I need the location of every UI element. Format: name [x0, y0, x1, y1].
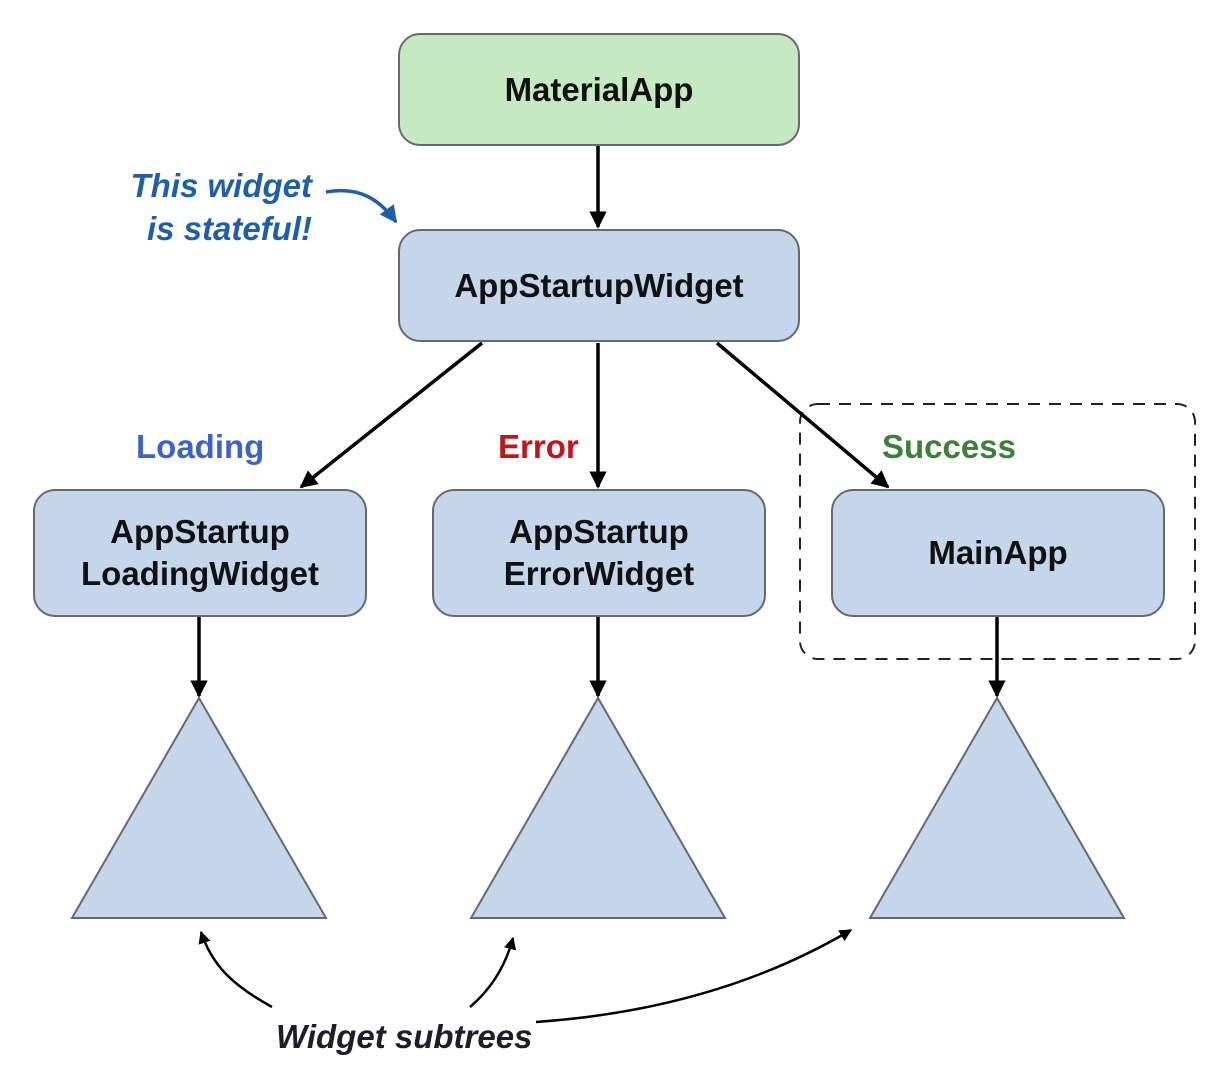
mainapp-subtree-triangle-icon — [868, 695, 1126, 919]
stateful-annotation-line2: is stateful! — [146, 210, 312, 247]
success-state-label: Success — [882, 428, 1016, 465]
stateful-annotation-line1: This widget — [130, 167, 313, 204]
loadingwidget-node: AppStartup LoadingWidget — [33, 489, 367, 617]
subtrees-curve-to-error-arrow-icon — [469, 936, 517, 1008]
widget-subtrees-annotation: Widget subtrees — [276, 1018, 533, 1055]
loading-state-label: Loading — [136, 428, 265, 465]
appstartupwidget-node-label: AppStartupWidget — [454, 266, 744, 304]
errorwidget-node: AppStartup ErrorWidget — [432, 489, 766, 617]
edge-appstartup-loading-arrow-icon — [299, 341, 484, 489]
mainapp-node-label: MainApp — [928, 534, 1068, 571]
subtrees-curve-to-loading-arrow-icon — [198, 930, 273, 1009]
errorwidget-node-label-line1: AppStartup — [509, 513, 689, 550]
edge-appstartup-mainapp-arrow-icon — [715, 341, 890, 489]
error-state-label: Error — [498, 428, 579, 465]
success-group-box — [799, 403, 1196, 660]
errorwidget-node-label-line2: ErrorWidget — [503, 555, 695, 592]
stateful-annotation: This widget is stateful! — [112, 164, 313, 250]
materialapp-node: MaterialApp — [398, 33, 800, 146]
subtrees-curve-to-mainapp-arrow-icon — [535, 928, 853, 1024]
error-subtree-triangle-icon — [469, 695, 727, 919]
loading-subtree-triangle-icon — [70, 695, 328, 919]
materialapp-node-label: MaterialApp — [504, 70, 694, 108]
loadingwidget-node-label-line2: LoadingWidget — [81, 555, 319, 592]
loadingwidget-node-label-line1: AppStartup — [110, 513, 290, 550]
appstartupwidget-node: AppStartupWidget — [398, 229, 800, 342]
mainapp-node: MainApp — [831, 489, 1165, 617]
stateful-note-curved-arrow-icon — [325, 188, 398, 224]
